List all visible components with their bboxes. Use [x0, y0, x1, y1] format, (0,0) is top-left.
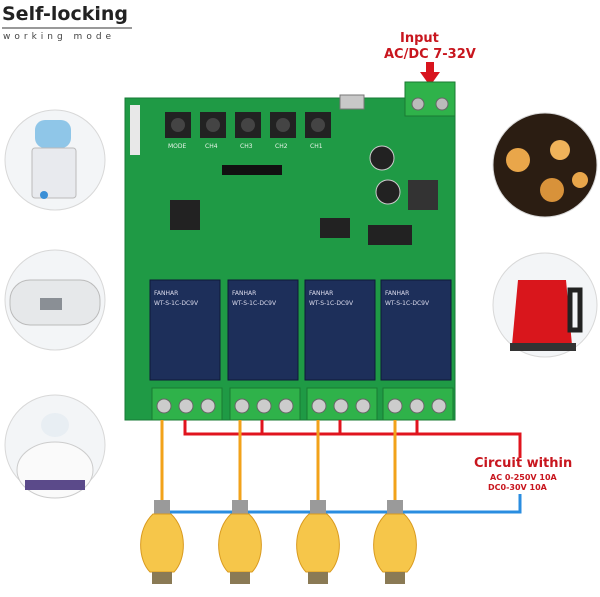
- button-label-mode: MODE: [168, 143, 187, 150]
- button-label-ch1: CH1: [310, 143, 323, 150]
- terminal-block: [151, 387, 223, 421]
- light-bulb-icon: [140, 500, 184, 584]
- relay-model: WT-S-1C-DC9V: [385, 300, 430, 307]
- circuit-label-title: Circuit within: [474, 456, 572, 471]
- light-bulb-icon: [373, 500, 417, 584]
- chip: [170, 200, 200, 230]
- relay: FANHAR WT-S-1C-DC9V: [149, 279, 221, 381]
- pin-header: [130, 105, 140, 155]
- neutral-wire: [165, 494, 522, 514]
- terminal-block: [382, 387, 454, 421]
- appliance-humidifier: [4, 394, 106, 499]
- relay: FANHAR WT-S-1C-DC9V: [304, 279, 376, 381]
- button-label-ch3: CH3: [240, 143, 253, 150]
- button-label-ch4: CH4: [205, 143, 218, 150]
- terminal-block: [306, 387, 378, 421]
- input-label-line1: Input: [400, 31, 439, 46]
- bulbs: [140, 500, 417, 584]
- light-bulb-icon: [218, 500, 262, 584]
- circuit-label-ac: AC 0-250V 10A: [490, 473, 558, 482]
- relay-model: WT-S-1C-DC9V: [154, 300, 199, 307]
- button-label-ch2: CH2: [275, 143, 288, 150]
- relay: FANHAR WT-S-1C-DC9V: [380, 279, 452, 381]
- terminal-block: [229, 387, 301, 421]
- input-terminal-block: [404, 81, 456, 117]
- wiring: [160, 420, 522, 514]
- relay-brand: FANHAR: [385, 290, 409, 297]
- header-subtitle: working mode: [3, 32, 115, 42]
- arrow-down-icon: [420, 62, 440, 86]
- chip: [320, 218, 350, 238]
- inductor: [408, 180, 438, 210]
- relays: FANHARWT-S-1C-DC9VFANHARWT-S-1C-DC9VFANH…: [149, 279, 452, 381]
- input-label-line2: AC/DC 7-32V: [384, 47, 476, 62]
- output-terminals: [151, 387, 454, 421]
- relay-brand: FANHAR: [309, 290, 333, 297]
- light-bulb-icon: [296, 500, 340, 584]
- circuit-label-dc: DC0-30V 10A: [488, 483, 548, 492]
- relay-brand: FANHAR: [232, 290, 256, 297]
- live-wire: [183, 420, 522, 458]
- capacitor: [369, 145, 395, 171]
- relay-model: WT-S-1C-DC9V: [309, 300, 354, 307]
- header-pins: [222, 165, 282, 175]
- relay: FANHAR WT-S-1C-DC9V: [227, 279, 299, 381]
- capacitor: [375, 179, 401, 205]
- relay-model: WT-S-1C-DC9V: [232, 300, 277, 307]
- relay-brand: FANHAR: [154, 290, 178, 297]
- chip: [368, 225, 412, 245]
- appliance-water-heater: [4, 249, 106, 351]
- appliance-water-dispenser: [4, 109, 106, 211]
- appliance-electric-kettle: [492, 252, 598, 358]
- header-title: Self-locking: [2, 3, 128, 25]
- appliance-pendant-lamps: [492, 112, 598, 218]
- button-row: [165, 112, 331, 138]
- usb-port: [339, 94, 365, 110]
